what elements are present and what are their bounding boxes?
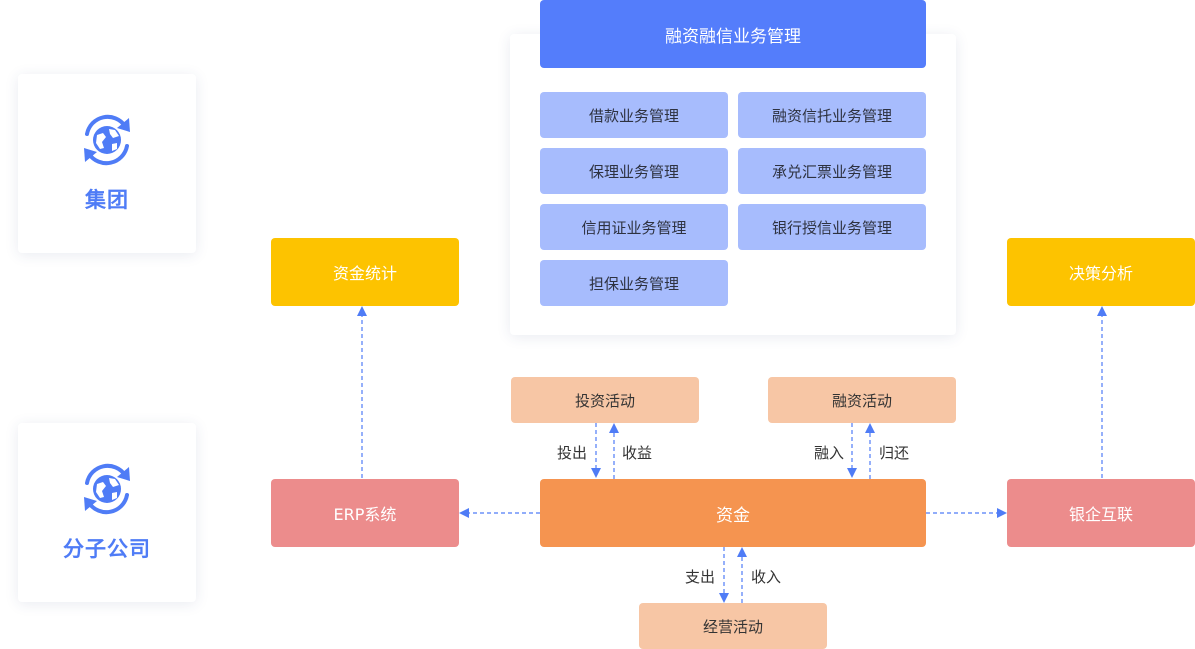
fund-stats-node: 资金统计 xyxy=(271,238,459,306)
group-label: 集团 xyxy=(85,188,129,212)
financing-node: 融资活动 xyxy=(768,377,956,423)
globe-sync-icon xyxy=(84,114,130,166)
finance-item-factoring: 保理业务管理 xyxy=(540,148,728,194)
bank-node: 银企互联 xyxy=(1007,479,1195,547)
label-expense: 支出 xyxy=(685,568,716,586)
finance-item-loan: 借款业务管理 xyxy=(540,92,728,138)
capital-node: 资金 xyxy=(540,479,926,547)
globe-sync-icon xyxy=(84,463,130,515)
finance-item-acceptance: 承兑汇票业务管理 xyxy=(738,148,926,194)
label-out-invest: 投出 xyxy=(557,444,588,462)
label-receipt: 收入 xyxy=(751,568,782,586)
label-income: 收益 xyxy=(622,444,653,462)
group-card: 集团 xyxy=(18,74,196,253)
label-in-finance: 融入 xyxy=(814,444,845,462)
erp-node: ERP系统 xyxy=(271,479,459,547)
finance-item-lc: 信用证业务管理 xyxy=(540,204,728,250)
finance-item-trust: 融资信托业务管理 xyxy=(738,92,926,138)
finance-header: 融资融信业务管理 xyxy=(540,0,926,68)
invest-node: 投资活动 xyxy=(511,377,699,423)
operating-node: 经营活动 xyxy=(639,603,827,649)
finance-item-credit: 银行授信业务管理 xyxy=(738,204,926,250)
finance-item-guarantee: 担保业务管理 xyxy=(540,260,728,306)
subsidiary-card: 分子公司 xyxy=(18,423,196,602)
decision-node: 决策分析 xyxy=(1007,238,1195,306)
subsidiary-label: 分子公司 xyxy=(63,537,151,561)
label-repay: 归还 xyxy=(879,444,910,462)
